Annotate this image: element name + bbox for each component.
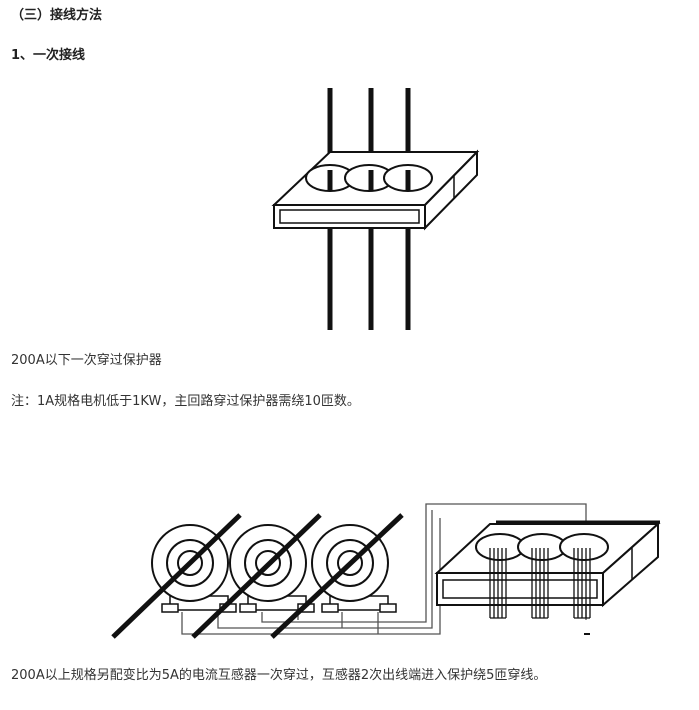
caption-direct: 200A以下一次穿过保护器 [11, 353, 162, 368]
subheading: 1、一次接线 [11, 48, 86, 63]
figure-direct-wiring [271, 88, 480, 330]
windings [489, 548, 591, 619]
section-heading: （三）接线方法 [11, 8, 103, 23]
primary-conductors [111, 513, 404, 639]
note: 注：1A规格电机低于1KW，主回路穿过保护器需绕10匝数。 [11, 394, 360, 409]
caption-ct: 200A以上规格另配变比为5A的电流互感器一次穿过，互感器2次出线端进入保护绕5… [11, 668, 547, 683]
